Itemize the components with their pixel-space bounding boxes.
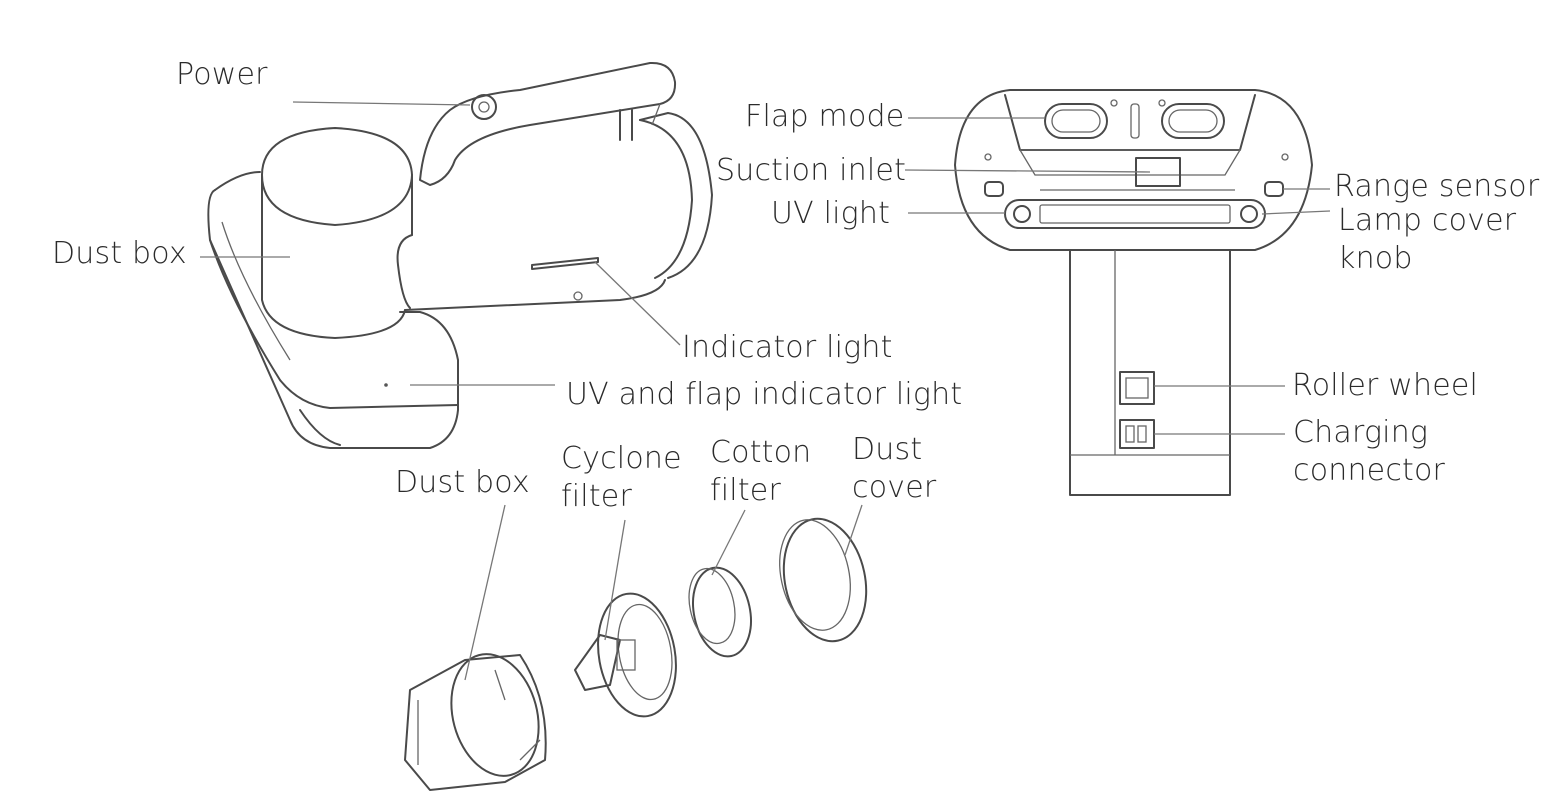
label-cotton-filter-line1: Cotton bbox=[710, 435, 812, 470]
label-cyclone-filter-line1: Cyclone bbox=[561, 441, 682, 476]
exploded-parts bbox=[404, 517, 868, 791]
label-flap-mode: Flap mode bbox=[745, 99, 905, 134]
label-power: Power bbox=[176, 57, 268, 92]
label-dust-box-top: Dust box bbox=[52, 236, 187, 271]
label-cyclone-filter-line2: filter bbox=[561, 479, 632, 514]
label-dust-cover-line1: Dust bbox=[852, 432, 923, 467]
label-uv-flap-indicator: UV and flap indicator light bbox=[566, 377, 963, 412]
label-dust-box-bottom: Dust box bbox=[395, 465, 530, 500]
label-uv-light: UV light bbox=[771, 196, 891, 231]
label-lamp-cover-knob-line1: Lamp cover bbox=[1338, 203, 1517, 238]
label-cotton-filter-line2: filter bbox=[710, 473, 781, 508]
label-lamp-cover-knob-line2: knob bbox=[1338, 241, 1413, 276]
label-range-sensor: Range sensor bbox=[1334, 169, 1540, 204]
label-dust-cover-line2: cover bbox=[852, 470, 937, 505]
label-suction-inlet: Suction inlet bbox=[716, 153, 907, 188]
leader-lines bbox=[200, 101, 1331, 681]
label-charging-connector-line2: connector bbox=[1293, 453, 1446, 488]
label-charging-connector-line1: Charging bbox=[1293, 415, 1429, 450]
label-roller-wheel: Roller wheel bbox=[1292, 368, 1479, 403]
device-side-view bbox=[207, 61, 713, 449]
label-indicator-light: Indicator light bbox=[682, 330, 893, 365]
